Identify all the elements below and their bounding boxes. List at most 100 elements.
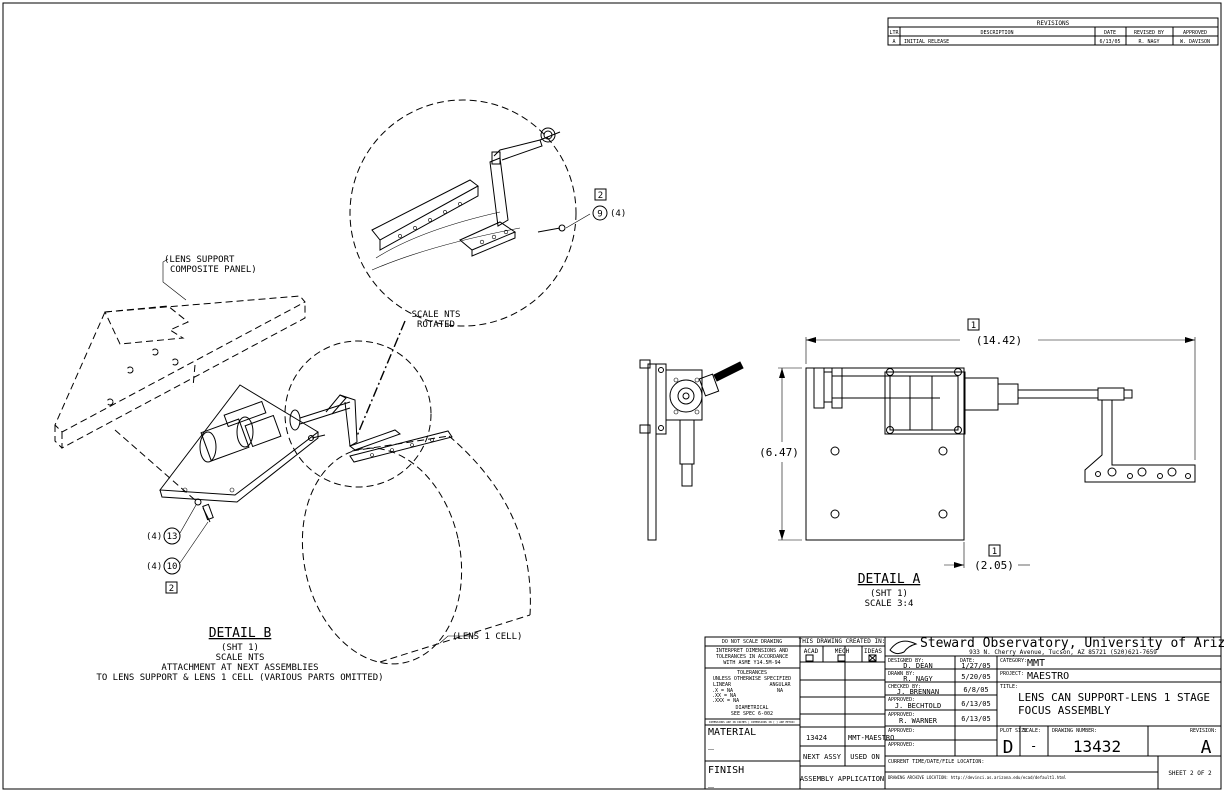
magnifier-note-line2: ROTATED [417,320,455,330]
interpret-line1: INTERPRET DIMENSIONS AND [716,648,788,654]
cad-mech-checkbox [837,654,846,662]
rev-header-description: DESCRIPTION [980,30,1013,36]
rev-row-revised-by: R. NAGY [1138,39,1159,45]
balloon-10-qty: (4) [146,562,162,572]
drawn-by: R. NAGY [903,675,933,683]
used-on-label: USED ON [850,753,880,761]
detail-b-sht: (SHT 1) [221,643,259,653]
drawn-date: 5/20/05 [961,673,991,681]
approved1-name: J. BECHTOLD [895,702,941,710]
balloon-9: 9 (4) [592,205,626,221]
cad-ideas: IDEAS [864,648,882,655]
observatory-logo-icon [889,640,918,655]
date-label: DATE: [960,658,975,664]
drawn-label: DRAWN BY: [888,671,915,677]
sheet-number: SHEET 2 OF 2 [1168,770,1212,777]
plot-size-value: D [1003,737,1014,758]
drawing-number: 13432 [1073,737,1121,756]
designed-by: D. DEAN [903,662,933,670]
dim-offset-value: (2.05) [974,559,1014,572]
svg-text:2: 2 [169,584,174,594]
diametrical-label: DIAMETRICAL [735,705,768,711]
category-value: MMT [1027,658,1045,669]
dim-offset-flag: 1 [992,547,997,557]
rev-row-date: 6/13/05 [1099,39,1120,45]
dimension-width: (14.42) 1 [805,318,1196,460]
lens-cell: (LENS 1 CELL) [284,340,531,665]
detail-a-side-view [639,359,744,541]
unless-specified: UNLESS OTHERWISE SPECIFIED [713,676,791,682]
detail-b-magnifier: SCALE NTS ROTATED [349,99,591,330]
approved1-label: APPROVED: [888,697,915,703]
dim-width-value: (14.42) [976,334,1022,347]
detail-a-front-view [805,367,1196,541]
checked-label: CHECKED BY: [888,684,921,690]
current-time-label: CURRENT TIME/DATE/FILE LOCATION: [888,759,984,765]
rev-header-approved: APPROVED [1183,30,1207,36]
lens-support-panel: (LENS SUPPORT COMPOSITE PANEL) [54,255,306,501]
no-scale-note: DO NOT SCALE DRAWING [722,639,782,645]
interpret-line2: TOLERANCES IN ACCORDANCE [716,654,788,660]
cad-mech: MECH [835,648,850,655]
material-label: MATERIAL [708,727,756,738]
panel-callout-line2: COMPOSITE PANEL) [170,265,257,275]
drawing-title-line1: LENS CAN SUPPORT-LENS 1 STAGE [1018,691,1210,704]
archive-location: DRAWING ARCHIVE LOCATION: http://devinci… [888,775,1067,780]
interpret-line3: WITH ASME Y14.5M-94 [723,660,780,666]
finish-label: FINISH [708,765,744,776]
tolerances-label: TOLERANCES [737,670,767,676]
next-assy-value: 13424 [806,734,827,742]
linear-label: LINEAR [713,682,732,688]
flag-2-bottom: 2 [165,581,178,594]
detail-b-note: TO LENS SUPPORT & LENS 1 CELL (VARIOUS P… [96,673,383,683]
detail-b-link-line [356,320,406,437]
balloon-9-qty: (4) [610,209,626,219]
cad-ideas-checkbox [868,654,877,662]
revisions-title: REVISIONS [1037,20,1070,27]
rev-header-revised-by: REVISED BY [1134,30,1164,36]
approved2-date: 6/13/05 [961,715,991,723]
tol-xx: .XX = NA [712,693,736,699]
rev-row-description: INITIAL RELEASE [904,39,949,45]
project-value: MAESTRO [1027,671,1069,682]
revision-value: A [1201,737,1212,758]
focus-motor-assembly [159,384,402,523]
category-label: CATEGORY: [1000,658,1027,664]
angular-label: ANGULAR [769,682,791,688]
created-in-label: THIS DRAWING CREATED IN: [799,638,886,645]
balloon-10: 10 (4) [146,521,209,575]
title-block: DO NOT SCALE DRAWING INTERPRET DIMENSION… [704,636,1224,790]
rev-header-ltr: LTR [889,30,899,36]
detail-b-scale: SCALE NTS [216,653,265,663]
approved1-date: 6/13/05 [961,700,991,708]
rev-header-date: DATE [1104,30,1116,36]
dim-height-value: (6.47) [759,446,799,459]
org-address: 933 N. Cherry Avenue, Tucson, AZ 85721 (… [969,649,1157,656]
svg-text:13: 13 [167,532,178,542]
revisions-table: REVISIONS LTR DESCRIPTION DATE REVISED B… [887,17,1219,46]
cad-acad-checkbox [805,654,814,662]
tol-x: .X = NA [712,688,733,694]
detail-b-attachment: ATTACHMENT AT NEXT ASSEMBLIES [161,663,318,673]
approved2-name: R. WARNER [899,717,938,725]
flag-2-top: 2 [594,188,607,201]
spec-label: SEE SPEC 6-002 [731,711,773,717]
used-on-value: MMT-MAESTRO [848,734,894,742]
panel-callout-line1: (LENS SUPPORT [164,255,235,265]
fine-print: DIMENSIONS ARE IN INCHES | DIMENSIONS IN… [709,720,795,724]
lens-cell-callout: (LENS 1 CELL) [452,632,522,642]
svg-text:10: 10 [167,562,178,572]
balloon-13-qty: (4) [146,532,162,542]
dimension-offset: (2.05) 1 [944,542,1030,572]
scale-label: SCALE: [1023,728,1041,734]
org-name: Steward Observatory, University of Arizo… [920,636,1224,651]
assembly-application: ASSEMBLY APPLICATION [800,775,884,783]
rev-row-approved: W. DAVISON [1180,39,1210,45]
approved2-label: APPROVED: [888,712,915,718]
project-label: PROJECT: [1000,671,1024,677]
detail-a-scale: SCALE 3:4 [865,599,914,609]
tol-xxx: .XXX = NA [712,698,739,704]
svg-text:2: 2 [598,191,603,201]
detail-a-caption: DETAIL A (SHT 1) SCALE 3:4 [858,572,921,609]
